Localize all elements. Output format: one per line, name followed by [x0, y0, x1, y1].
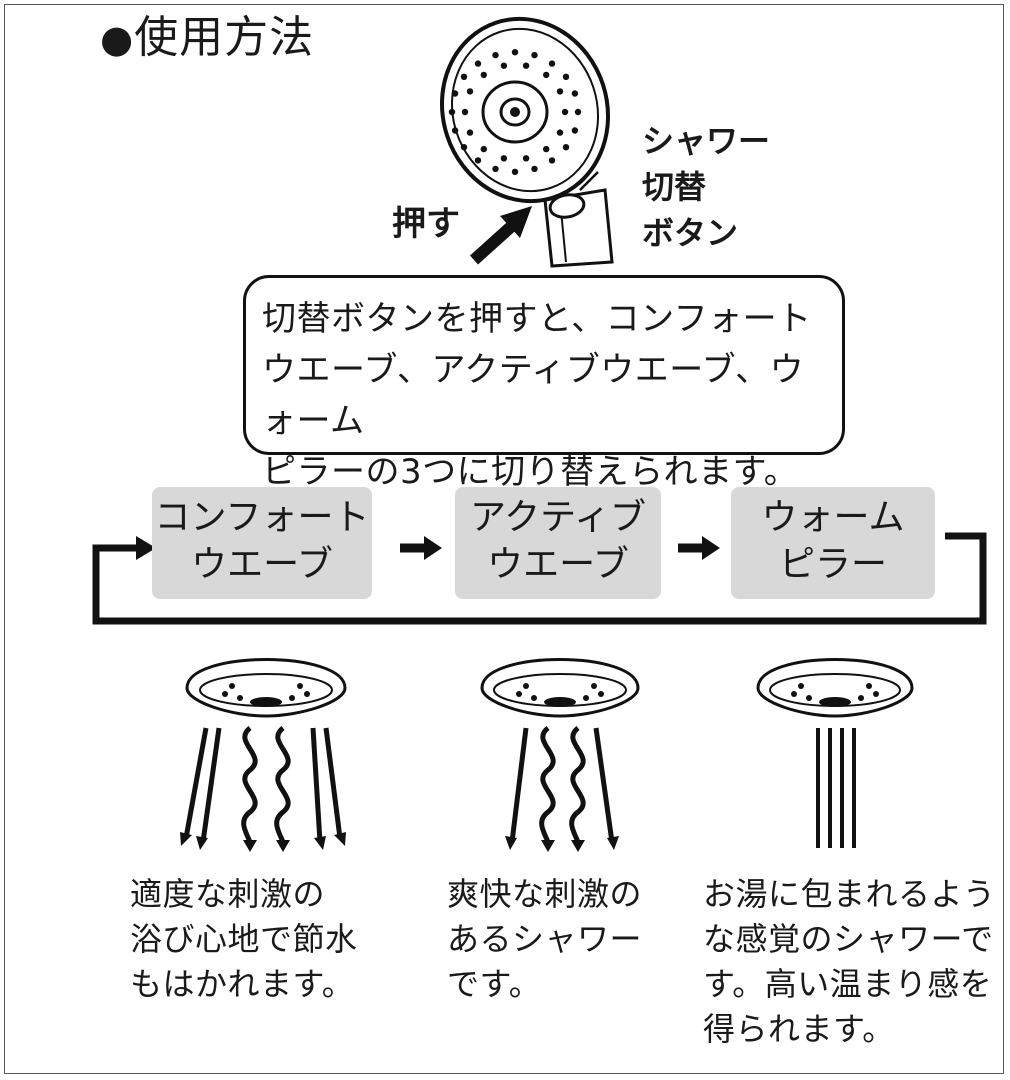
- nozzle-dot: [480, 145, 487, 153]
- description-line: す。高い温まり感を: [703, 965, 993, 1003]
- description-line: 得られます。: [703, 1010, 895, 1048]
- nozzle-dot: [466, 129, 474, 136]
- title-text: 使用方法: [134, 12, 315, 63]
- nozzle-dot: [500, 62, 508, 69]
- push-label: 押す: [392, 204, 460, 244]
- spray-head-comfort-wave: [185, 658, 347, 718]
- description-line: 適度な刺激の: [130, 875, 326, 913]
- button-pointer-line: [579, 171, 599, 191]
- switch-button-label: シャワー 切替 ボタン: [642, 118, 770, 256]
- nozzle-dot: [574, 108, 582, 116]
- nozzle-dot: [556, 88, 564, 95]
- nozzle-dot: [492, 51, 499, 59]
- mode-label-line-1: コンフォート: [154, 497, 370, 538]
- nozzle-dot: [461, 108, 469, 116]
- button-label-line-2: 切替: [642, 168, 707, 206]
- description-line: 爽快な刺激の: [447, 875, 643, 913]
- spray-head-active-wave: [480, 658, 640, 718]
- nozzle-dot: [466, 88, 474, 95]
- nozzle-dot: [531, 51, 538, 59]
- title-bullet: ●: [100, 17, 135, 61]
- nozzle-dot: [451, 90, 459, 97]
- nozzle-dot: [522, 155, 530, 162]
- mode-label-line-2: ウエーブ: [191, 544, 333, 585]
- nozzle-dot: [548, 157, 556, 164]
- mode-arrow-2: [678, 536, 720, 560]
- nozzle-dot: [511, 49, 519, 56]
- nozzle-dot: [500, 155, 508, 162]
- mode-label-line-1: ウォーム: [761, 497, 905, 538]
- loop-arrowhead: [136, 536, 156, 560]
- nozzle-dot: [556, 129, 564, 136]
- nozzle-dot: [531, 165, 538, 173]
- nozzle-dot: [561, 108, 569, 116]
- description-line: お湯に包まれるよう: [703, 875, 996, 913]
- nozzle-dot: [460, 144, 468, 151]
- page-title: ●使用方法: [100, 10, 314, 67]
- callout-line-2: ウエーブ、アクティブウエーブ、ウォーム: [262, 350, 805, 441]
- callout-line-3: ピラーの3つに切り替えられます。: [262, 452, 799, 492]
- shower-head-illustration: [439, 16, 614, 268]
- nozzle-dot: [474, 60, 482, 67]
- mode-comfort-wave: コンフォート ウエーブ: [152, 487, 372, 599]
- nozzle-dot: [448, 108, 456, 116]
- button-label-line-1: シャワー: [642, 122, 771, 160]
- nozzle-dot: [460, 73, 468, 81]
- description-line: な感覚のシャワーで: [703, 920, 994, 958]
- mode-label-line-2: ピラー: [778, 544, 887, 585]
- description-comfort-wave: 適度な刺激の 浴び心地で節水 もはかれます。: [130, 872, 430, 1007]
- callout-line-1: 切替ボタンを押すと、コンフォート: [262, 299, 812, 339]
- mode-active-wave: アクティブ ウエーブ: [455, 487, 661, 599]
- mode-arrow-1: [400, 536, 442, 560]
- description-line: もはかれます。: [130, 965, 355, 1003]
- description-warm-pillar: お湯に包まれるよう な感覚のシャワーで す。高い温まり感を 得られます。: [703, 872, 1003, 1052]
- cycle-loop-line: [92, 532, 987, 625]
- description-line: 浴び心地で節水: [130, 920, 358, 958]
- page-frame: [4, 4, 1004, 1074]
- mode-label-line-1: アクティブ: [469, 497, 647, 538]
- push-arrow: [469, 206, 532, 265]
- mode-warm-pillar: ウォーム ピラー: [731, 487, 935, 599]
- spray-comfort-wave: [180, 726, 346, 852]
- nozzle-dot: [562, 73, 570, 81]
- description-line: です。: [447, 965, 542, 1003]
- instruction-callout: 切替ボタンを押すと、コンフォート ウエーブ、アクティブウエーブ、ウォーム ピラー…: [243, 275, 845, 492]
- nozzle-dot: [571, 127, 579, 134]
- nozzle-dot: [548, 60, 556, 67]
- mode-label-line-2: ウエーブ: [487, 544, 629, 585]
- spray-head-warm-pillar: [756, 658, 914, 718]
- description-line: あるシャワー: [447, 920, 643, 958]
- nozzle-dot: [543, 71, 550, 79]
- nozzle-dot: [480, 71, 487, 79]
- nozzle-dot: [562, 144, 570, 151]
- nozzle-dot: [451, 127, 459, 134]
- nozzle-dot: [474, 157, 482, 164]
- description-active-wave: 爽快な刺激の あるシャワー です。: [447, 872, 687, 1007]
- spray-active-wave: [505, 726, 619, 852]
- nozzle-dot: [511, 168, 519, 175]
- spray-warm-pillar: [816, 728, 856, 848]
- button-label-line-3: ボタン: [642, 214, 739, 252]
- nozzle-dot: [492, 165, 499, 173]
- nozzle-dot: [571, 90, 579, 97]
- nozzle-dot: [543, 145, 550, 153]
- nozzle-dot: [522, 62, 530, 69]
